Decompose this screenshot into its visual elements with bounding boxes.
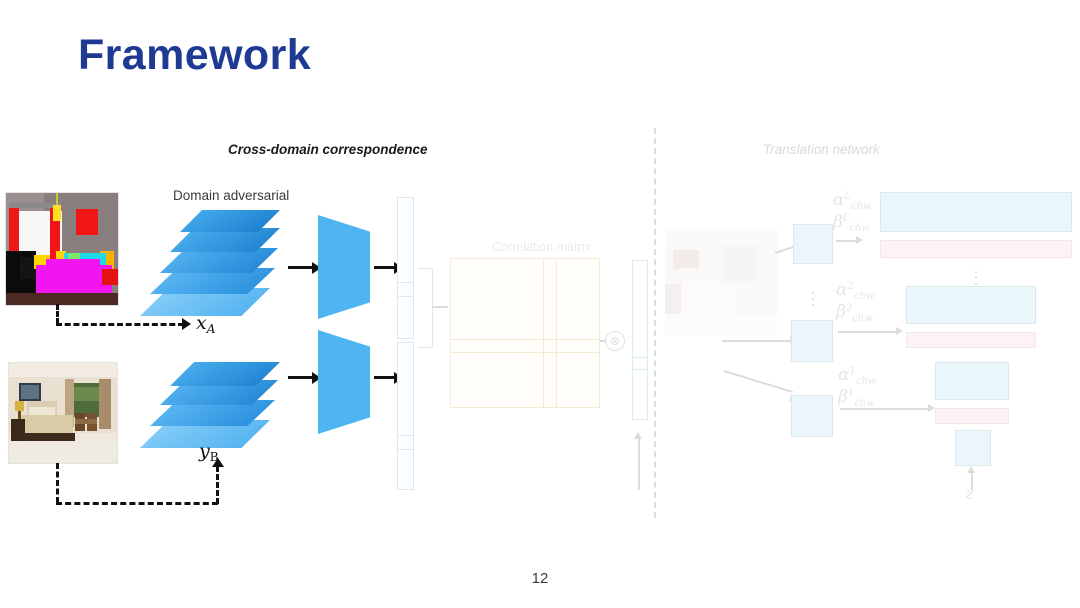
warped-feature-vector — [632, 260, 648, 420]
target-feedback-connector-right — [216, 466, 219, 504]
multiply-glyph: ⊗ — [609, 334, 621, 348]
target-feature-vector — [397, 342, 414, 490]
target-encoder-trapezoid — [318, 330, 370, 434]
translation-network-title: Translation network — [763, 142, 880, 157]
source-stack-to-encoder-arrow — [288, 266, 314, 269]
level-L-arrow — [836, 240, 858, 242]
level-1-feature-rect — [935, 362, 1009, 400]
level-2-arrowhead — [896, 327, 903, 335]
level-1-arrowhead — [928, 404, 935, 412]
translation-block-level-L — [793, 224, 833, 264]
matrix-to-vector-connector — [600, 340, 606, 342]
feedback-up-arrowhead — [634, 432, 642, 439]
target-feedback-connector-left — [56, 463, 59, 503]
latent-arrow — [971, 472, 973, 490]
multiply-operator-icon: ⊗ — [605, 331, 625, 351]
feature-vector-bracket — [418, 268, 433, 348]
level-2-modulation-rect — [906, 332, 1036, 348]
domain-adversarial-label: Domain adversarial — [173, 188, 290, 203]
level-L-arrowhead — [856, 236, 863, 244]
target-reference-photo — [8, 362, 118, 464]
ellipsis-left-column: ... — [810, 278, 816, 310]
ellipsis-right-column: ... — [973, 257, 979, 289]
translation-block-level-1 — [791, 395, 833, 437]
level-2-feature-rect — [906, 286, 1036, 324]
alpha-label-level-1: α1chw — [838, 365, 877, 387]
source-segmentation-image — [5, 192, 119, 306]
target-stack-to-encoder-arrowhead — [312, 372, 321, 384]
page-number: 12 — [531, 570, 549, 587]
beta-label-level-1: β1chw — [838, 387, 875, 409]
feature-layer — [180, 210, 280, 232]
branch-arrow-bottom — [723, 370, 794, 393]
bracket-to-matrix-arrow — [432, 306, 448, 308]
cross-domain-correspondence-title: Cross-domain correspondence — [228, 142, 428, 157]
section-divider — [654, 128, 656, 518]
target-stack-to-encoder-arrow — [288, 376, 314, 379]
source-feedback-arrowhead — [182, 318, 191, 330]
latent-code-label: z — [965, 484, 974, 504]
level-2-arrow — [838, 331, 898, 333]
source-encoder-trapezoid — [318, 215, 370, 319]
level-1-arrow — [840, 408, 930, 410]
source-feedback-connector — [56, 323, 184, 326]
latent-arrowhead — [967, 466, 975, 473]
translation-block-level-2 — [791, 320, 833, 362]
correlation-matrix-label: Correlation matrix — [492, 240, 591, 254]
beta-label-level-2: β2chw — [836, 302, 873, 324]
target-feedback-arrowhead — [212, 458, 224, 467]
source-stack-to-encoder-arrowhead — [312, 262, 321, 274]
target-input-label: yB — [199, 440, 219, 464]
source-feature-vector — [397, 197, 414, 339]
feedback-up-line — [638, 438, 640, 490]
target-feedback-connector-bottom — [56, 502, 218, 505]
branch-arrow-mid — [722, 340, 792, 342]
page-title: Framework — [78, 31, 312, 79]
source-feedback-connector-vertical — [56, 304, 59, 324]
level-1-modulation-rect — [935, 408, 1009, 424]
alpha-label-level-L: αLchw — [833, 190, 872, 212]
alpha-label-level-2: α2chw — [836, 280, 875, 302]
beta-label-level-L: βLchw — [833, 212, 871, 234]
source-input-label: xA — [196, 312, 216, 336]
target-encoder-to-vector-arrow — [374, 376, 396, 379]
correlation-matrix — [450, 258, 600, 408]
level-L-feature-rect — [880, 192, 1072, 232]
warped-output-image — [665, 228, 777, 336]
latent-code-block — [955, 430, 991, 466]
level-L-modulation-rect — [880, 240, 1072, 258]
source-encoder-to-vector-arrow — [374, 266, 396, 269]
